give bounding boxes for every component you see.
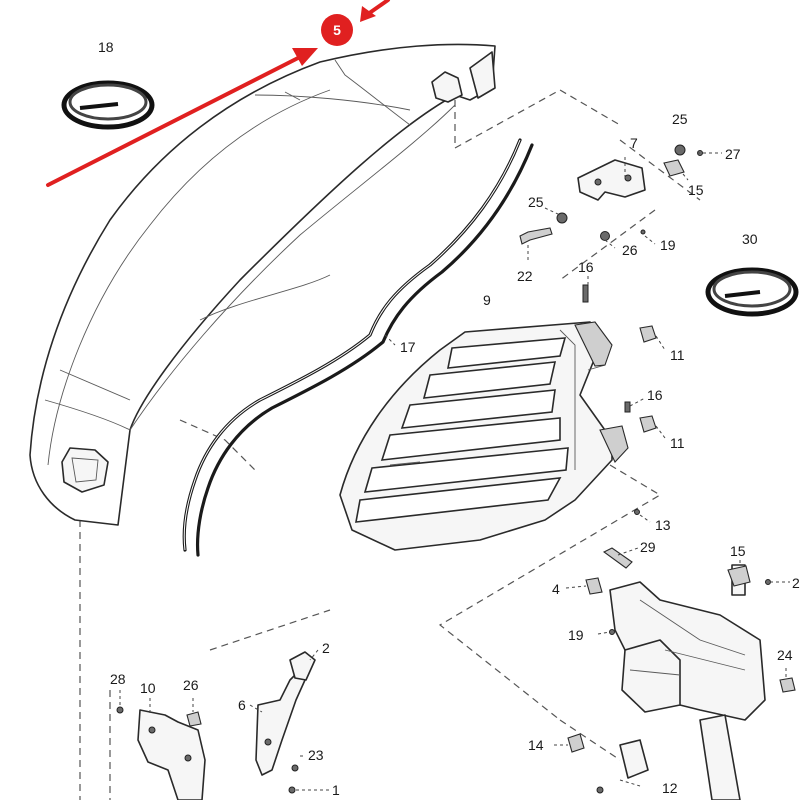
latch-icon [61, 447, 109, 493]
seal-strip-part[interactable] [182, 138, 534, 557]
callout-19: 19 [568, 627, 584, 643]
nut-icon [567, 733, 585, 753]
assembly-guide-lines [79, 89, 701, 800]
callout-25: 25 [672, 111, 688, 127]
highlight-badge-circle [321, 14, 353, 46]
callout-26: 26 [622, 242, 638, 258]
nut-icon [779, 677, 796, 693]
callout-4: 4 [552, 581, 560, 597]
nut-icon [600, 231, 610, 241]
nut-icon [556, 212, 568, 224]
callout-16: 16 [578, 259, 594, 275]
screw-icon [765, 579, 771, 585]
arrow-head-icon [360, 6, 376, 22]
latch-linkage-assembly[interactable] [609, 564, 766, 800]
clip-icon [727, 565, 751, 587]
callout-16: 16 [647, 387, 663, 403]
callout-11: 11 [670, 435, 685, 451]
screw-icon [596, 786, 604, 794]
callout-11: 11 [670, 347, 685, 363]
plate-bracket-10[interactable] [137, 709, 206, 800]
screw-icon [291, 764, 299, 772]
front-grille-part[interactable] [339, 321, 629, 551]
callout-24: 24 [777, 647, 793, 663]
callout-1: 1 [332, 782, 340, 798]
screw-icon [634, 509, 640, 515]
screw-icon [116, 706, 124, 714]
callout-13: 13 [655, 517, 671, 533]
leader-lines [119, 152, 790, 791]
highlight-arrows [46, 0, 390, 187]
pin-icon [582, 284, 589, 303]
nut-icon [585, 577, 603, 595]
highlight-badge-label: 5 [333, 22, 341, 38]
screw-icon [288, 786, 296, 794]
callout-30: 30 [742, 231, 758, 247]
callout-19: 19 [660, 237, 676, 253]
pin-icon [602, 547, 633, 569]
callout-labels: 18 25 7 27 15 25 30 26 19 22 16 9 17 11 … [98, 39, 800, 798]
lever-6[interactable] [255, 651, 316, 776]
callout-7: 7 [630, 135, 638, 151]
clip-icon [663, 159, 685, 177]
hardware-items [116, 144, 796, 794]
nut-icon [186, 711, 202, 727]
callout-25: 25 [528, 194, 544, 210]
callout-9: 9 [483, 292, 491, 308]
screw-icon [609, 629, 615, 635]
callout-2: 2 [322, 640, 330, 656]
highlight-badge[interactable]: 5 [321, 14, 353, 46]
callout-29: 29 [640, 539, 656, 555]
callout-14: 14 [528, 737, 544, 753]
arrow-icon [366, 0, 390, 16]
edge-trim-coil-18[interactable] [61, 80, 155, 130]
callout-23: 23 [308, 747, 324, 763]
callout-15: 15 [730, 543, 746, 559]
nut-icon [674, 144, 686, 156]
callout-15: 15 [688, 182, 704, 198]
callout-2: 2 [792, 575, 800, 591]
callout-6: 6 [238, 697, 246, 713]
hood-cover-part[interactable] [29, 43, 496, 526]
callout-12: 12 [662, 780, 678, 796]
arrow-head-icon [292, 48, 318, 66]
edge-trim-coil-30[interactable] [705, 267, 799, 317]
callout-22: 22 [517, 268, 533, 284]
callout-28: 28 [110, 671, 126, 687]
nut-icon [639, 325, 657, 343]
callout-17: 17 [400, 339, 416, 355]
callout-26: 26 [183, 677, 199, 693]
pin-icon [624, 401, 631, 413]
screw-icon [640, 229, 646, 235]
callout-27: 27 [725, 146, 741, 162]
nut-icon [639, 415, 657, 433]
arrow-icon [46, 55, 302, 187]
bolt-icon [519, 227, 553, 245]
bracket-7[interactable] [577, 159, 646, 201]
callout-10: 10 [140, 680, 156, 696]
callout-18: 18 [98, 39, 114, 55]
